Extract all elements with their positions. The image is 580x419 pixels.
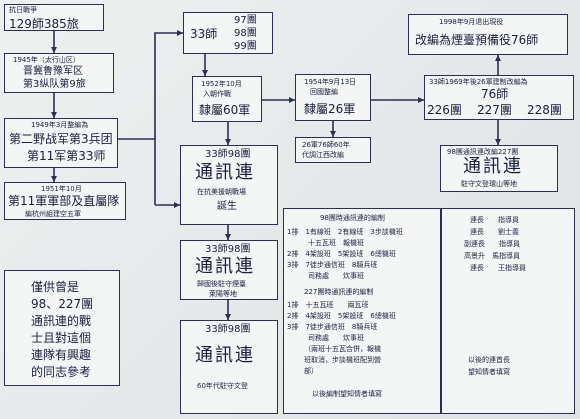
div33-label: 33師 [190, 27, 218, 41]
b1945-line1: 1945年（太行山区） [13, 56, 80, 64]
b1969-r3: 228團 [527, 103, 562, 117]
note76-line1: 26軍76師60年 [302, 141, 350, 149]
tx4-sub1: 駐守文登環山等地 [461, 180, 517, 188]
note-l6: 的同志參考 [31, 365, 92, 379]
note-76-box: 26軍76師60年 代調江西改編 [295, 137, 371, 163]
leaders-l1: 連長 指導員 [470, 216, 519, 224]
b1949-line3: 第11军第33师 [27, 149, 106, 163]
tx3-head: 33師98團 [205, 324, 251, 335]
box-1945: 1945年（太行山区） 晋冀鲁豫军区 第3纵队第9旅 [4, 53, 114, 93]
b1969-line1: 33師1969年後26軍建制改編為 [429, 78, 528, 86]
org-p5: 司務處 炊事班 [287, 272, 364, 280]
box-1951: 1951年10月 第11軍軍部及直屬隊 編杭州組建空五軍 [4, 182, 126, 220]
tx2-sub1: 歸國後駐守煙臺 [197, 280, 246, 288]
b1945-line2: 晋冀鲁豫军区 [23, 66, 83, 77]
div33-box: 33師 97團 98團 99團 [183, 12, 273, 54]
leaders-l3: 副連長 指導員 [464, 240, 520, 248]
tx1-head: 33師98團 [205, 149, 251, 160]
box-1954: 1954年9月13日 回國整編 隸屬26軍 [295, 74, 371, 121]
tx3-title: 通訊連 [195, 345, 255, 366]
org-title1: 98團時通訊連的編制 [320, 214, 385, 222]
org-p1: 1排 1有線班 2有線班 3步談機班 [287, 228, 403, 236]
note76-line2: 代調江西改編 [302, 151, 344, 159]
org-q7: 部） [304, 367, 318, 375]
org-title2: 227團時通訊連的編制 [304, 288, 374, 296]
leaders-l2: 連長 劉士義 [470, 228, 519, 236]
org-q2: 2排 4架設班 5架設班 6總機班 [287, 312, 396, 320]
tx2-sub2: 萊陽等地 [209, 290, 237, 298]
leaders-f1: 以後的連首長 [468, 356, 510, 364]
div33-r1: 97團 [234, 15, 257, 26]
org-q5: （兩班十五瓦合併，報機 [304, 345, 381, 353]
org-p4: 3排 7徒步通信班 8騎兵班 [287, 261, 378, 269]
div33-r2: 98團 [234, 28, 257, 39]
tx-box-3: 33師98團 通訊連 60年代駐守文登 [180, 320, 278, 414]
b1998-line2: 改編為煙臺預備役76師 [415, 33, 539, 47]
b1954-line2: 回國整編 [310, 88, 338, 96]
org-structure-box: 98團時通訊連的編制 1排 1有線班 2有線班 3步談機班 十五瓦班 報機班 2… [283, 208, 441, 414]
note-l1: 僅供曾是 [31, 280, 80, 294]
tx-box-4: 98團通訊連改編227團 通訊連 駐守文登環山等地 [440, 145, 558, 192]
b1954-line1: 1954年9月13日 [304, 78, 357, 86]
origin-box: 抗日戰爭 129師385旅 [4, 4, 104, 31]
tx2-title: 通訊連 [195, 256, 255, 277]
note-l4: 士且對這個 [31, 331, 92, 345]
org-q6: 班取消，步談機班配到營 [304, 356, 381, 364]
origin-line2: 129師385旅 [9, 17, 79, 31]
tx1-title: 通訊連 [195, 162, 255, 183]
div33-r3: 99團 [234, 41, 257, 52]
b1945-line3: 第3纵队第9旅 [23, 79, 86, 90]
origin-line1: 抗日戰爭 [9, 6, 37, 14]
org-q1: 1排 十五瓦班 兩瓦班 [287, 301, 369, 309]
tx4-title: 通訊連 [463, 156, 523, 177]
org-p3: 2排 4架設班 5架設班 6總機班 [287, 250, 396, 258]
note-l5: 連隊有興趣 [31, 348, 92, 362]
tx1-sub1: 在抗美援朝戰場 [197, 188, 246, 196]
b1951-line2: 第11軍軍部及直屬隊 [8, 194, 120, 208]
b1952-line1: 1952年10月 [201, 80, 242, 88]
org-q3: 3排 7徒步通信班 8騎兵班 [287, 323, 378, 331]
tx4-head: 98團通訊連改編227團 [447, 148, 519, 156]
box-1949: 1949年3月整編為 第二野战军第3兵团 第11军第33师 [4, 118, 118, 168]
box-1952: 1952年10月 入朝作戰 隸屬60軍 [192, 76, 262, 122]
leaders-f2: 望知情者填寫 [468, 368, 510, 376]
b1998-line1: 1998年9月退出現役 [439, 18, 504, 26]
b1969-line2: 76師 [481, 87, 509, 101]
b1969-r2: 227團 [477, 103, 512, 117]
org-q4: 司務處 炊事班 [287, 334, 364, 342]
b1951-line3: 編杭州組建空五軍 [25, 210, 81, 218]
tx2-head: 33師98團 [205, 244, 251, 255]
org-p2: 十五瓦班 報機班 [287, 239, 364, 247]
tx1-sub2: 誕生 [217, 201, 237, 212]
b1952-line2: 入朝作戰 [203, 90, 231, 98]
leaders-l5: 連長 王指導員 [470, 264, 526, 272]
box-1969: 33師1969年後26軍建制改編為 76師 226團 227團 228團 [424, 75, 574, 120]
tx-box-2: 33師98團 通訊連 歸國後駐守煙臺 萊陽等地 [180, 240, 278, 300]
tx-box-1: 33師98團 通訊連 在抗美援朝戰場 誕生 [180, 145, 278, 225]
box-1998: 1998年9月退出現役 改編為煙臺預備役76師 [408, 14, 568, 55]
note-l2: 98、227團 [31, 297, 94, 311]
tx3-sub1: 60年代駐守文登 [197, 382, 248, 390]
note-l3: 通訊連的戰 [31, 314, 92, 328]
b1949-line2: 第二野战军第3兵团 [9, 132, 113, 146]
note-box: 僅供曾是 98、227團 通訊連的戰 士且對這個 連隊有興趣 的同志參考 [4, 270, 120, 386]
b1951-line1: 1951年10月 [41, 185, 82, 193]
b1949-line1: 1949年3月整編為 [31, 121, 89, 129]
b1952-line3: 隸屬60軍 [199, 103, 251, 117]
leaders-box: 連長 指導員 連長 劉士義 副連長 指導員 高景升 馬指導員 連長 王指導員 以… [441, 208, 575, 414]
b1954-line3: 隸屬26軍 [304, 102, 356, 116]
leaders-l4: 高景升 馬指導員 [464, 252, 520, 260]
b1969-r1: 226團 [427, 103, 462, 117]
org-footer: 以後編制望知情者填寫 [312, 390, 382, 398]
